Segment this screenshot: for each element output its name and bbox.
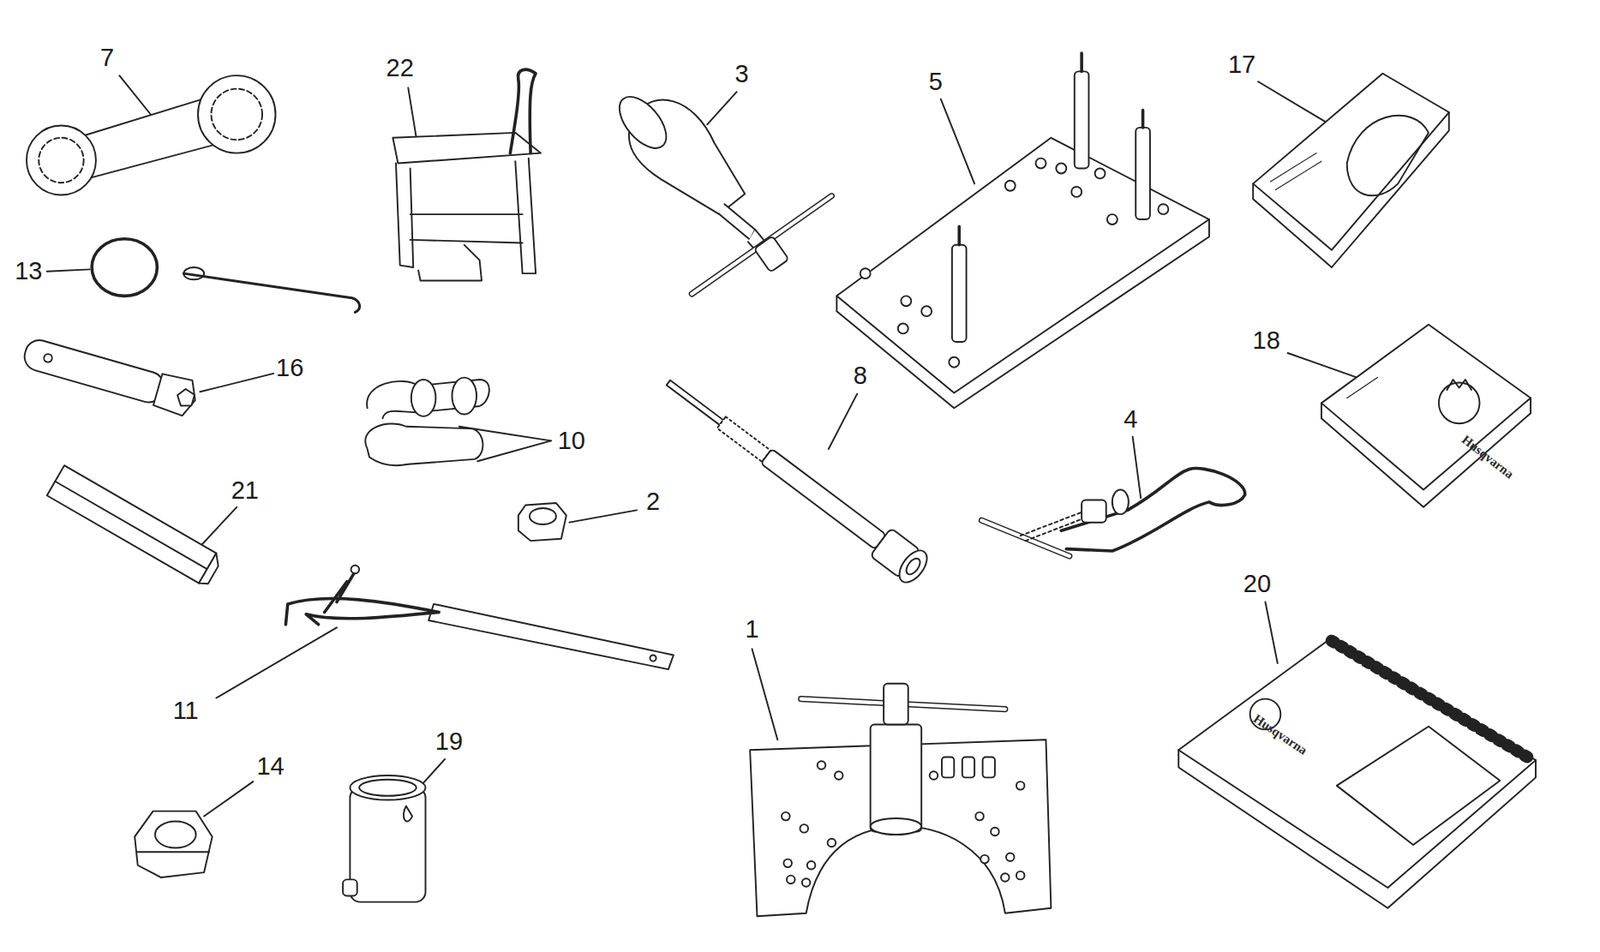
small-nut <box>518 503 567 541</box>
callout-number: 17 <box>1228 52 1256 78</box>
sleeve <box>342 775 426 903</box>
callout-number: 5 <box>928 69 943 95</box>
manual-book <box>1321 324 1531 508</box>
callout-number: 14 <box>256 754 284 780</box>
callout-number: 8 <box>853 363 868 389</box>
callout-number: 1 <box>744 617 759 642</box>
spiral-notebook <box>1178 637 1536 909</box>
callout-number: 20 <box>1243 571 1271 597</box>
brand-text: Husqvarna <box>1459 432 1517 481</box>
callout-number: 7 <box>100 45 114 71</box>
callout-number: 2 <box>646 489 660 515</box>
ring-spanner <box>26 75 276 195</box>
hex-bar <box>47 465 224 588</box>
callout-number: 18 <box>1252 328 1281 354</box>
leader-lines <box>47 75 1358 816</box>
bike-stand <box>392 69 541 281</box>
brand-text: Husqvarna <box>1251 712 1310 758</box>
puller-tool <box>611 88 833 294</box>
manual-book <box>1252 73 1450 268</box>
hook-puller <box>981 468 1245 557</box>
callout-number: 22 <box>386 55 414 81</box>
extractor-rod <box>657 367 933 588</box>
clamp-halves <box>365 377 490 467</box>
callout-number: 13 <box>14 258 42 284</box>
callout-number: 4 <box>1123 407 1138 432</box>
ring-hook <box>91 239 360 313</box>
callout-number: 16 <box>275 355 304 381</box>
hex-nut <box>134 811 212 878</box>
callout-number: 3 <box>735 61 750 87</box>
box-spanner <box>20 334 201 419</box>
callout-number: 21 <box>231 478 259 504</box>
callout-number: 19 <box>435 729 463 755</box>
mounting-plate <box>836 53 1210 408</box>
callout-number: 11 <box>173 698 199 724</box>
press-plate <box>749 683 1051 917</box>
callout-number: 10 <box>557 428 586 454</box>
pin-wrench <box>285 565 673 670</box>
